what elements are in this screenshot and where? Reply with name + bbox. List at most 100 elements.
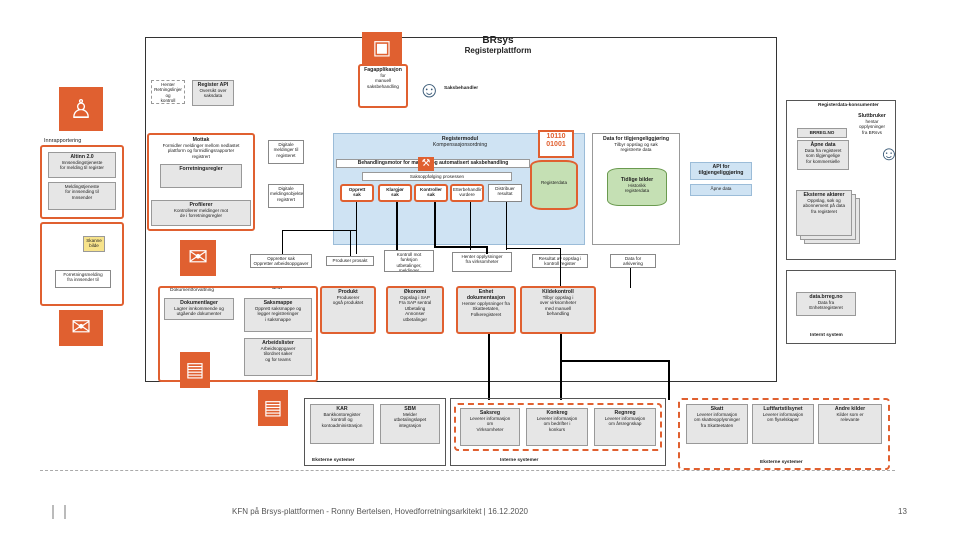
connector xyxy=(470,202,471,250)
connector xyxy=(488,334,490,400)
digitale-1-desc: registeret xyxy=(276,152,296,158)
intern-frame xyxy=(786,270,896,344)
footer-text: KFN på Brsys-plattformen - Ronny Bertels… xyxy=(232,507,528,516)
konsument-frame xyxy=(786,100,896,260)
innrapportering-group xyxy=(40,145,124,219)
saksmappe-desc: Opprett saksmappe og legger registrering… xyxy=(254,306,302,322)
regnreg-title: Regnreg xyxy=(614,410,636,416)
fagapp-title: Fagapplikasjon xyxy=(364,67,402,73)
presenter-icon: ▣ xyxy=(362,32,402,64)
saksoppf-bar: Saksoppfølging prosessen xyxy=(362,172,512,181)
mail-icon: ✉ xyxy=(59,310,103,346)
connector xyxy=(434,202,436,248)
andre-title: Andre kilder xyxy=(834,406,866,412)
registermodul-title: Registermodul xyxy=(441,136,479,142)
produser-note: Produser prosakt xyxy=(326,256,374,266)
connector xyxy=(282,230,356,231)
skatt-title: Skatt xyxy=(710,406,724,412)
fagapp-desc: for manuell saksbehandling xyxy=(367,73,399,89)
connector xyxy=(506,248,560,249)
api-title: API for tilgjengeliggjøring xyxy=(698,164,744,176)
connector xyxy=(560,360,668,362)
produkt-title: Produkt xyxy=(338,289,358,295)
sluttbruker-desc: hentar opplysninger fra BRsys xyxy=(858,119,886,134)
registerdata-cyl: Registerdata xyxy=(530,160,578,210)
henter-note: Henter opplysninger fra virksomheter xyxy=(452,252,512,272)
databrreg-title: data.brreg.no xyxy=(809,294,843,300)
connector xyxy=(668,360,670,400)
user-icon: ☺ xyxy=(878,143,900,165)
step-distribuer[interactable]: Distribuer resultat xyxy=(488,184,522,202)
sakreg-title: Saksreg xyxy=(479,410,501,416)
altinn-title: Altinn 2.0 xyxy=(70,154,94,160)
registermodul-header: Registermodul Kompensasjonsordning xyxy=(400,136,520,148)
profilerer-desc: Kontrollerer meldinger mot de i forretni… xyxy=(173,208,229,219)
opprett-note: Oppretter sak Oppretter arbeidsoppgaver xyxy=(250,254,312,268)
intern-label: Internt system xyxy=(810,333,843,338)
person-icon: ♙ xyxy=(59,87,103,131)
connector xyxy=(630,268,631,288)
user-icon: ☺ xyxy=(418,77,441,102)
skanning-note: Skanne bilde xyxy=(83,236,105,252)
kildekontroll-desc: Tilbyr oppslag i over virksomheter med m… xyxy=(539,295,577,317)
digitale-2-desc: meldingsobjekter registrert xyxy=(270,191,304,202)
forretningsregler-title: Forretningsregler xyxy=(179,166,223,172)
skatt-desc: Leverer informasjon om skatteopplysninge… xyxy=(694,412,740,428)
meld-box: Meldingstjeneste for innsending til Inns… xyxy=(48,182,116,210)
connector xyxy=(434,246,486,248)
platform-title: BRsys Registerplattform xyxy=(448,35,548,55)
tidlige-desc: Historikk registerdata xyxy=(624,183,650,194)
altinn-desc: Innsendingstjeneste for melding til regi… xyxy=(60,160,104,171)
konsument-apne-desc: Data fra registeret som tilgjengelige fo… xyxy=(804,148,842,164)
register-api-title: Register API xyxy=(197,82,229,88)
connector xyxy=(560,334,562,400)
dokumentforvaltning-label: Dokumentforvaltning xyxy=(170,288,214,293)
mottak-desc: Formidler meldinger mellom nedlastet pla… xyxy=(162,143,240,159)
apne-data-btn[interactable]: Åpne data xyxy=(690,184,752,196)
mottak-title: Mottak xyxy=(192,137,210,143)
step-klargjor[interactable]: Klargjør sak xyxy=(378,184,412,202)
eksterne-desc: Oppslag, søk og abonnement på data fra r… xyxy=(802,198,846,214)
brreg-box[interactable]: BRREG.NO xyxy=(797,128,847,138)
konkreg-title: Konkreg xyxy=(546,410,568,416)
registermodul-sub: Kompensasjonsordning xyxy=(432,142,488,148)
step-opprett[interactable]: Opprett sak xyxy=(340,184,374,202)
regnreg-desc: Leverer informasjon om årsregnskap xyxy=(604,416,646,427)
connector xyxy=(506,202,507,250)
sakreg-desc: Leverer informasjon om Virksomheter xyxy=(469,416,511,432)
sbm-desc: Melder utbetalingsløpet integrasjon xyxy=(393,412,427,428)
step-kontroller[interactable]: Kontroller sak xyxy=(414,184,448,202)
enhet-desc: Henter opplysninger fra Skatteetaten, Fo… xyxy=(462,301,510,317)
title-main: BRsys xyxy=(482,35,514,46)
register-api-desc: Oversikt over saksdata xyxy=(199,88,227,99)
connector xyxy=(282,230,283,254)
luftfart-title: Luftfartstilsynet xyxy=(763,406,803,412)
kar-title: KAR xyxy=(336,406,348,412)
kar-desc: Bankkontoregister kontroll og kontoadmin… xyxy=(321,412,363,428)
connector xyxy=(560,248,561,286)
forretningsregler-box: Forretningsregler xyxy=(160,164,242,188)
skonomi-desc: Oppslag i SAP Fra SAP sentral Utbetaling… xyxy=(398,295,432,322)
mottak-group xyxy=(147,133,255,231)
dataarkiv-note: Data for arkivering xyxy=(610,254,656,268)
prosessen-label: prosessen xyxy=(442,174,465,179)
top-note: Henter Retningslinjer og kontroll xyxy=(151,80,185,104)
step-etterbeh[interactable]: Etterbehandling vurdere xyxy=(450,184,484,202)
skanning-group xyxy=(40,222,124,306)
skonomi-title: Økonomi xyxy=(403,289,427,295)
eksterne-title: Eksterne aktører xyxy=(803,192,845,198)
interne-label: Interne systemer xyxy=(500,458,539,463)
binary-box: 10110 01001 xyxy=(538,130,574,158)
